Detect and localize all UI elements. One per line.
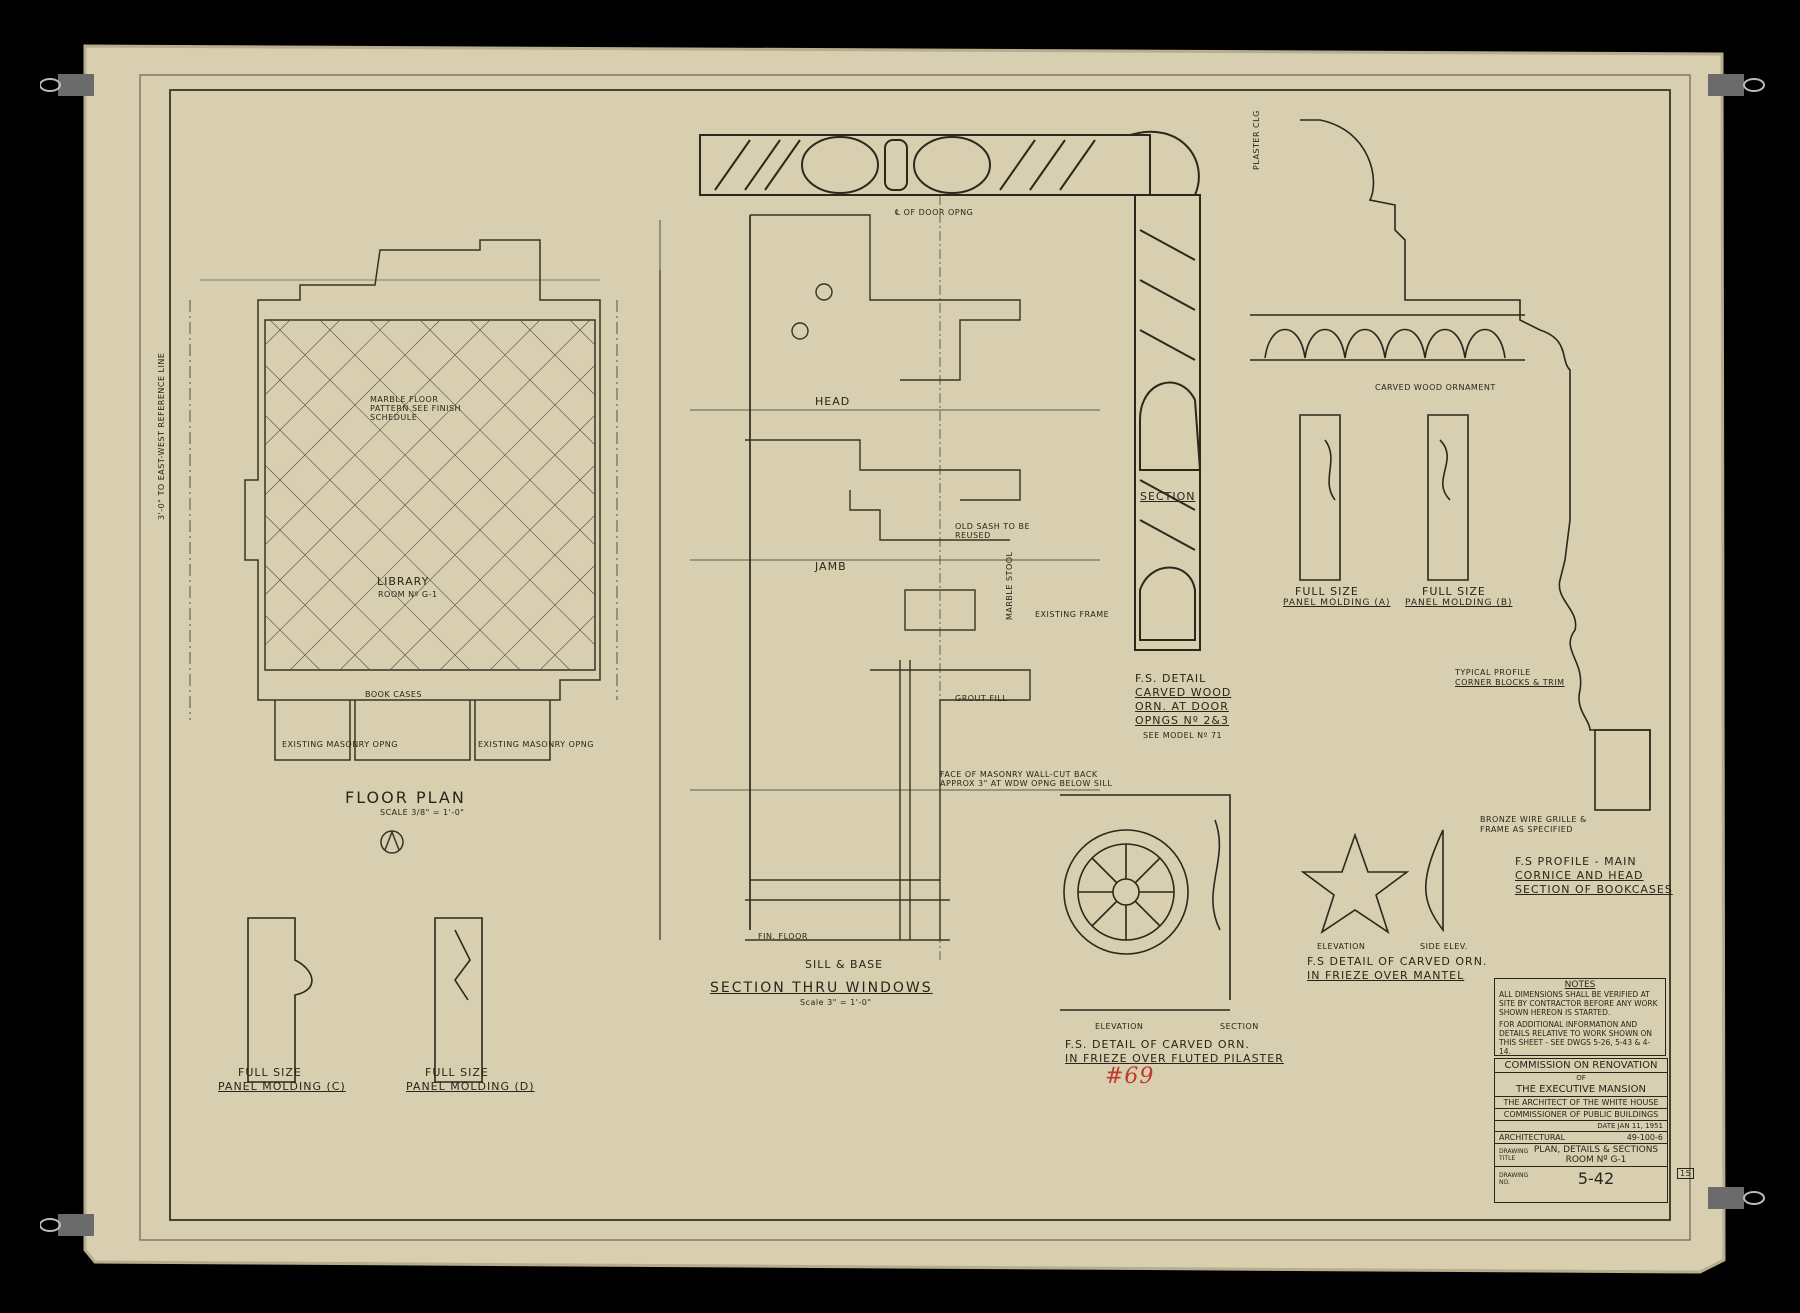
org-line-2: OF bbox=[1576, 1074, 1586, 1082]
panel-a-line1: FULL SIZE bbox=[1295, 585, 1359, 598]
section-scale: Scale 3" = 1'-0" bbox=[800, 998, 872, 1007]
profile-title-3: SECTION OF BOOKCASES bbox=[1515, 883, 1673, 896]
carved-wood-label: CARVED WOOD ORNAMENT bbox=[1375, 383, 1496, 392]
star-side-label: SIDE ELEV. bbox=[1420, 942, 1468, 951]
notes-text-1: ALL DIMENSIONS SHALL BE VERIFIED AT SITE… bbox=[1499, 990, 1658, 1017]
drawing-title-label: DRAWING TITLE bbox=[1499, 1148, 1529, 1162]
handwritten-number: #69 bbox=[1105, 1064, 1155, 1089]
masonry-note: FACE OF MASONRY WALL-CUT BACK APPROX 3" … bbox=[940, 770, 1113, 788]
fin-floor-label: FIN. FLOOR bbox=[758, 932, 808, 941]
reference-line-note: 3'-0" TO EAST-WEST REFERENCE LINE bbox=[157, 352, 166, 520]
project-number: 49-100-6 bbox=[1626, 1133, 1663, 1142]
plaster-label: PLASTER CLG bbox=[1252, 110, 1261, 170]
date-line: DATE JAN 11, 1951 bbox=[1495, 1121, 1667, 1132]
ornament-details-drawing bbox=[1060, 794, 1444, 1011]
room-number: ROOM Nº G-1 bbox=[378, 590, 438, 599]
star-detail-line1: F.S DETAIL OF CARVED ORN. bbox=[1307, 955, 1488, 968]
sheet-mark: 15 bbox=[1677, 1168, 1695, 1179]
drawing-title: PLAN, DETAILS & SECTIONS ROOM Nº G-1 bbox=[1529, 1145, 1663, 1165]
sill-label: SILL & BASE bbox=[805, 958, 884, 971]
binder-clip-icon bbox=[1706, 1185, 1765, 1209]
room-name: LIBRARY bbox=[377, 575, 430, 588]
architect-line: THE ARCHITECT OF THE WHITE HOUSE bbox=[1495, 1097, 1667, 1109]
jamb-label: JAMB bbox=[815, 560, 847, 573]
profile-title-1: F.S PROFILE - MAIN bbox=[1515, 855, 1637, 868]
outer-border bbox=[139, 74, 1691, 1241]
notes-box: NOTES ALL DIMENSIONS SHALL BE VERIFIED A… bbox=[1494, 978, 1666, 1056]
existing-frame-label: EXISTING FRAME bbox=[1035, 610, 1110, 619]
door-centerline-label: ℄ OF DOOR OPNG bbox=[895, 208, 974, 217]
panel-c-line1: FULL SIZE bbox=[238, 1066, 302, 1079]
discipline-row: ARCHITECTURAL 49-100-6 bbox=[1495, 1132, 1667, 1144]
paper-background bbox=[85, 46, 1724, 1272]
cornice-profile-drawing bbox=[1250, 119, 1651, 811]
floor-plan-title: FLOOR PLAN bbox=[345, 788, 466, 807]
carved-detail-line1: F.S. DETAIL bbox=[1135, 672, 1207, 685]
panel-d-line2: PANEL MOLDING (D) bbox=[406, 1080, 535, 1093]
drawing-number-row: DRAWING NO. 5-42 bbox=[1495, 1167, 1667, 1190]
binder-clip-icon bbox=[39, 72, 94, 96]
notes-title: NOTES bbox=[1564, 980, 1596, 990]
carved-ornament-drawing bbox=[699, 130, 1202, 651]
book-cases-label: BOOK CASES bbox=[365, 690, 422, 699]
panel-a-line2: PANEL MOLDING (A) bbox=[1283, 598, 1391, 608]
star-elevation-label: ELEVATION bbox=[1317, 942, 1366, 951]
carved-detail-line3: ORN. AT DOOR bbox=[1135, 700, 1229, 713]
existing-opening-label: EXISTING MASONRY OPNG bbox=[282, 740, 398, 749]
drawing-title-row: DRAWING TITLE PLAN, DETAILS & SECTIONS R… bbox=[1495, 1144, 1667, 1167]
typical-profile-1: TYPICAL PROFILE bbox=[1455, 668, 1531, 677]
notes-text-2: FOR ADDITIONAL INFORMATION AND DETAILS R… bbox=[1499, 1020, 1653, 1056]
grout-label: GROUT FILL bbox=[955, 694, 1008, 703]
typical-profile-2: CORNER BLOCKS & TRIM bbox=[1455, 678, 1565, 687]
commissioner-line: COMMISSIONER OF PUBLIC BUILDINGS bbox=[1495, 1109, 1667, 1121]
drawing-title-2: ROOM Nº G-1 bbox=[1565, 1155, 1627, 1165]
old-sash-note: OLD SASH TO BE REUSED bbox=[955, 522, 1031, 540]
panel-b-line1: FULL SIZE bbox=[1422, 585, 1486, 598]
floor-plan-drawing bbox=[189, 239, 618, 854]
panel-d-line1: FULL SIZE bbox=[425, 1066, 489, 1079]
carved-detail-line5: SEE MODEL Nº 71 bbox=[1143, 731, 1223, 740]
section-label: SECTION bbox=[1140, 490, 1196, 503]
floor-pattern-note: MARBLE FLOOR PATTERN SEE FINISH SCHEDULE bbox=[370, 395, 462, 422]
carved-detail-line2: CARVED WOOD bbox=[1135, 686, 1232, 699]
floor-plan-scale: SCALE 3/8" = 1'-0" bbox=[380, 808, 465, 817]
section-drawing bbox=[659, 195, 1100, 960]
org-line-1: COMMISSION ON RENOVATION bbox=[1495, 1059, 1667, 1073]
drawing-title-1: PLAN, DETAILS & SECTIONS bbox=[1533, 1145, 1659, 1155]
binder-clip-icon bbox=[39, 1212, 94, 1236]
paper-shadow bbox=[83, 44, 1726, 1274]
rosette-section-label: SECTION bbox=[1220, 1022, 1259, 1031]
panel-b-line2: PANEL MOLDING (B) bbox=[1405, 598, 1513, 608]
org-line-3: THE EXECUTIVE MANSION bbox=[1495, 1083, 1667, 1097]
carved-detail-line4: OPNGS Nº 2&3 bbox=[1135, 714, 1230, 727]
marble-stool-label: MARBLE STOOL bbox=[1005, 551, 1014, 621]
inner-border bbox=[169, 89, 1671, 1221]
panel-c-line2: PANEL MOLDING (C) bbox=[218, 1080, 346, 1093]
section-title: SECTION THRU WINDOWS bbox=[710, 980, 933, 996]
title-block: COMMISSION ON RENOVATION OF THE EXECUTIV… bbox=[1494, 1058, 1668, 1203]
rosette-detail-line1: F.S. DETAIL OF CARVED ORN. bbox=[1065, 1038, 1250, 1051]
existing-opening-label: EXISTING MASONRY OPNG bbox=[478, 740, 594, 749]
drawing-number: 5-42 bbox=[1577, 1169, 1615, 1188]
rosette-elevation-label: ELEVATION bbox=[1095, 1022, 1144, 1031]
discipline: ARCHITECTURAL bbox=[1499, 1133, 1566, 1142]
head-label: HEAD bbox=[815, 395, 851, 408]
profile-title-2: CORNICE AND HEAD bbox=[1515, 869, 1644, 882]
grille-note-2: FRAME AS SPECIFIED bbox=[1480, 825, 1573, 834]
binder-clip-icon bbox=[1706, 72, 1765, 96]
star-detail-line2: IN FRIEZE OVER MANTEL bbox=[1307, 969, 1465, 982]
rosette-detail-line2: IN FRIEZE OVER FLUTED PILASTER bbox=[1065, 1052, 1284, 1065]
drawing-number-label: DRAWING NO. bbox=[1499, 1171, 1529, 1186]
panel-molding-drawings bbox=[247, 917, 483, 1083]
grille-note-1: BRONZE WIRE GRILLE & bbox=[1480, 815, 1587, 824]
